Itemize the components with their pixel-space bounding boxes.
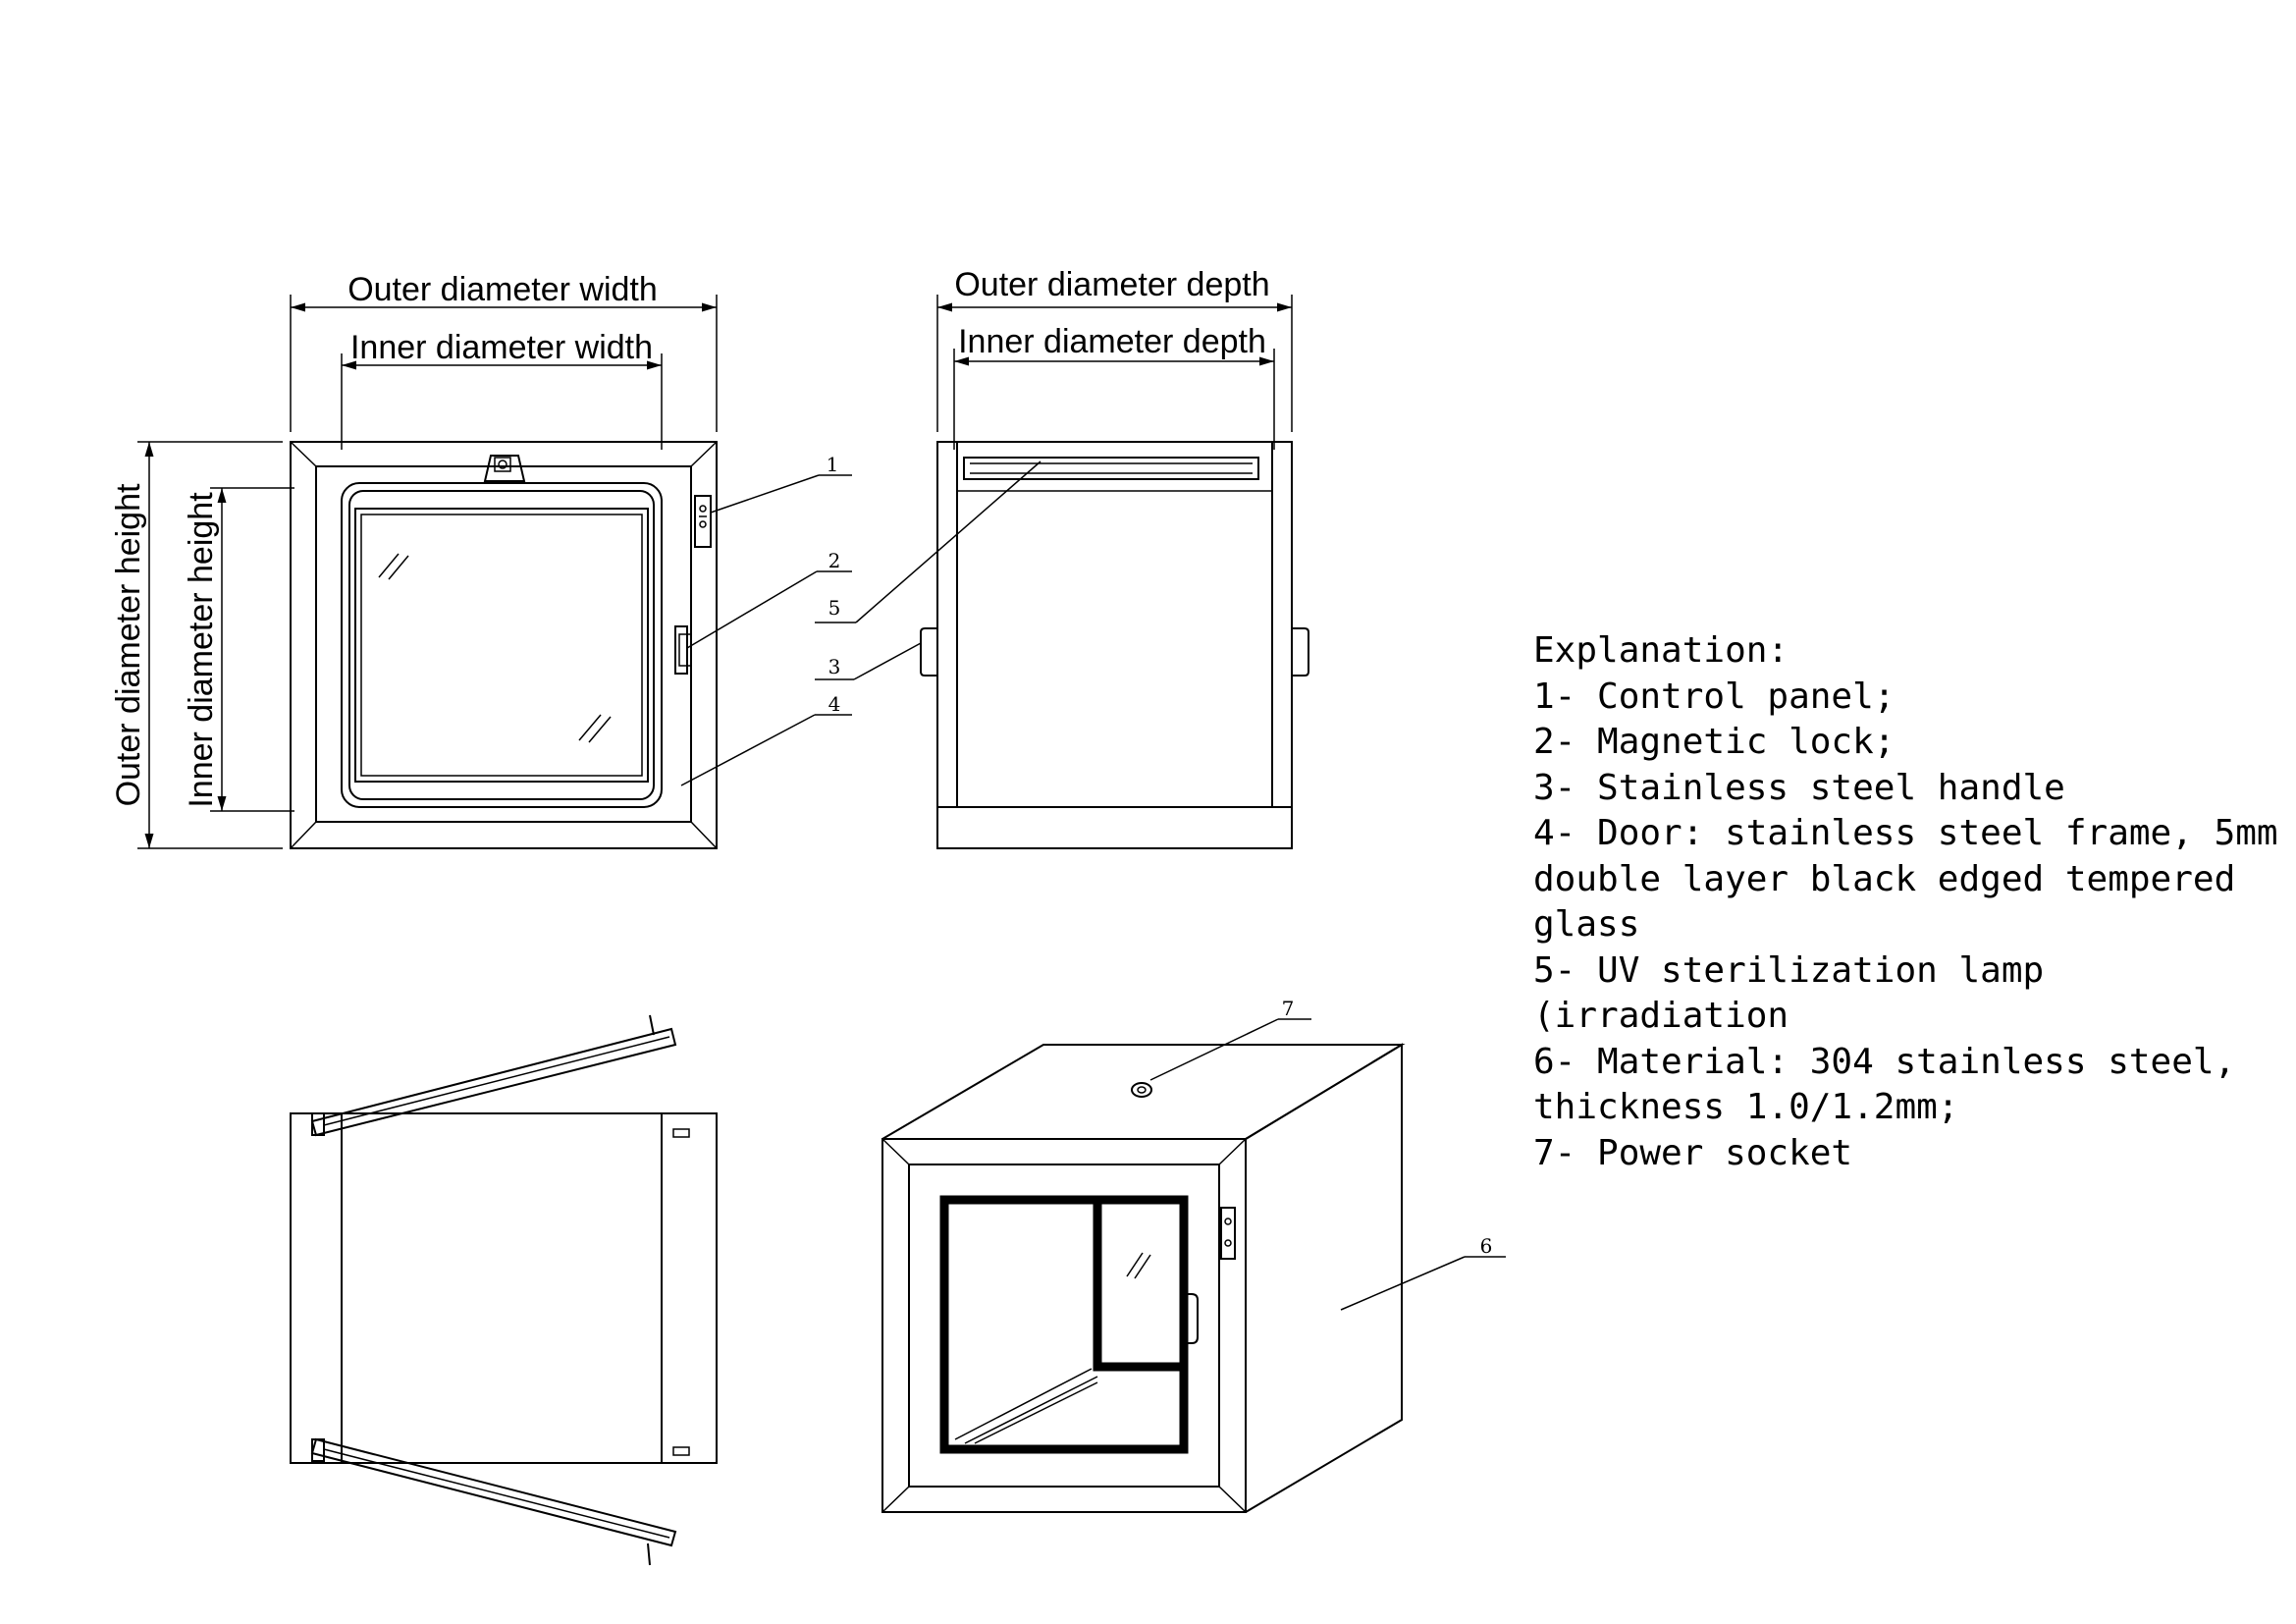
glass-pane <box>354 508 649 783</box>
outer-depth-label: Outer diameter depth <box>954 266 1269 303</box>
explanation-item: 1- Control panel; <box>1533 676 1896 717</box>
callout-3: 3 <box>828 655 841 678</box>
open-door-top <box>310 1014 677 1137</box>
door <box>341 482 663 808</box>
top-view <box>290 1014 718 1566</box>
outer-width-label: Outer diameter width <box>347 271 658 308</box>
open-door-bottom <box>310 1437 677 1566</box>
isometric-view: 7 6 <box>881 997 1506 1513</box>
control-panel <box>694 495 712 548</box>
callout-5: 5 <box>828 596 841 620</box>
left-handle <box>920 627 937 677</box>
magnetic-lock <box>674 625 692 675</box>
explanation-item: 5- UV sterilization lamp (irradiation <box>1533 949 2065 1037</box>
glass-reflection-icon <box>378 553 612 743</box>
glass-door <box>939 1195 1189 1454</box>
uv-lamp <box>963 457 1259 480</box>
side-view: Outer diameter depth Inner diameter dept… <box>815 266 1309 849</box>
explanation-item: 3- Stainless steel handle <box>1533 767 2065 808</box>
top-bracket <box>483 455 526 482</box>
outer-height-label: Outer diameter height <box>110 483 147 806</box>
callout-2: 2 <box>828 549 841 572</box>
explanation-item: 7- Power socket <box>1533 1132 1853 1173</box>
hinge <box>672 1446 690 1456</box>
callout-4: 4 <box>828 692 841 716</box>
control-panel <box>1220 1207 1236 1260</box>
explanation-legend: Explanation: 1- Control panel; 2- Magnet… <box>1533 628 2279 1176</box>
door-handle <box>1186 1293 1199 1344</box>
explanation-title: Explanation: <box>1533 630 1789 671</box>
power-socket-icon <box>1131 1082 1152 1098</box>
right-handle <box>1292 627 1309 677</box>
inner-width-label: Inner diameter width <box>350 329 653 366</box>
callout-7: 7 <box>1282 997 1295 1020</box>
explanation-item: 6- Material: 304 stainless steel, thickn… <box>1533 1041 2257 1128</box>
inner-height-label: Inner diameter height <box>183 492 220 808</box>
explanation-item: 4- Door: stainless steel frame, 5mm doub… <box>1533 813 2278 945</box>
glass-reflection-icon <box>1126 1252 1151 1279</box>
inner-depth-label: Inner diameter depth <box>958 323 1266 360</box>
hinge <box>672 1128 690 1138</box>
explanation-item: 2- Magnetic lock; <box>1533 722 1896 762</box>
callout-6: 6 <box>1480 1234 1493 1258</box>
callout-1: 1 <box>827 453 839 476</box>
front-view: Outer diameter width Inner diameter widt… <box>110 271 852 849</box>
